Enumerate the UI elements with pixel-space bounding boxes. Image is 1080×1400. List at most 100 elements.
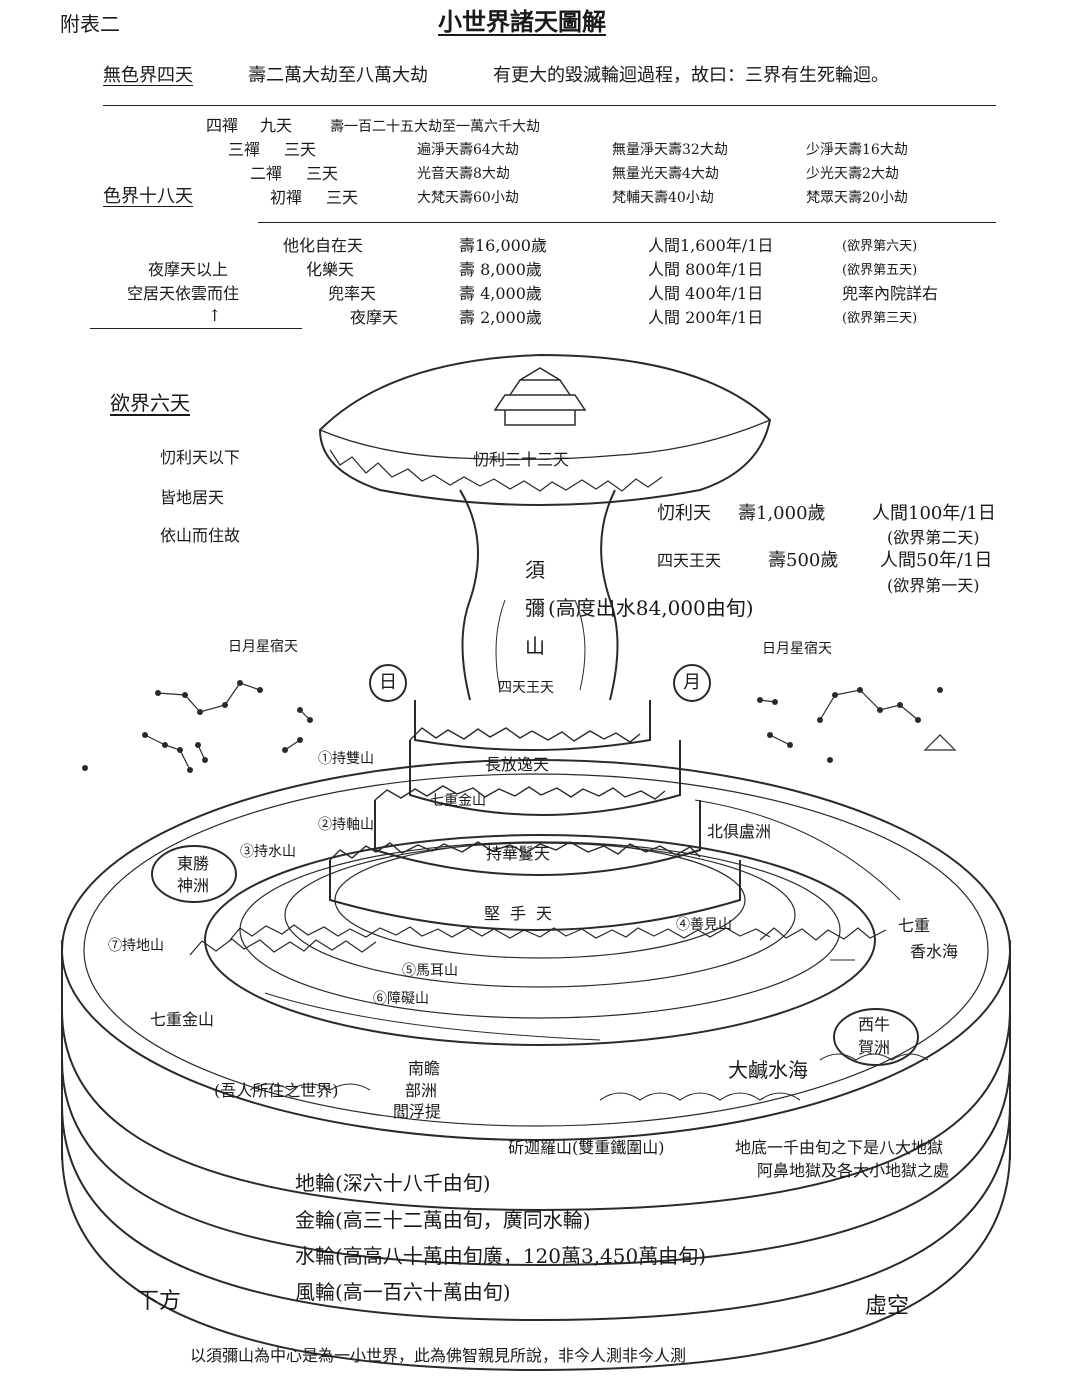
tier-firm-hand: 堅手天 (484, 906, 562, 922)
range-2: ②持軸山 (318, 818, 374, 832)
dhyana-3-heaven-2: 無量淨天壽32大劫 (612, 143, 728, 157)
heaven-5-rank: (欲界第五天) (842, 264, 917, 277)
moon-icon: 月 (683, 674, 701, 692)
sun-moon-stars-left: 日月星宿天 (228, 640, 298, 654)
south-continent-line3: 閻浮提 (393, 1104, 441, 1120)
desire-note-3: 依山而住故 (160, 528, 240, 544)
dhyana-2-heaven-2: 無量光天壽4大劫 (612, 167, 719, 181)
dhyana-4-label: 四禪 (206, 118, 238, 134)
dhyana-1-count: 三天 (326, 190, 358, 206)
sumeru-char-1: 須 (525, 560, 545, 580)
dhyana-2-heaven-1: 光音天壽8大劫 (417, 167, 510, 181)
iron-ring-label: 斫迦羅山(雙重鐵圍山) (508, 1140, 665, 1156)
range-6: ⑥障礙山 (373, 992, 429, 1006)
sumeru-stem (460, 490, 618, 700)
tier-3 (375, 800, 700, 875)
desire-note-2: 皆地居天 (160, 490, 224, 506)
fragrant-sea-line2: 香水海 (910, 944, 958, 960)
dhyana-4-count: 九天 (260, 118, 292, 134)
trayastrimsa-rank: (欲界第二天) (887, 530, 980, 546)
heaven-6-life: 壽16,000歲 (459, 238, 547, 254)
east-continent-line1: 東勝 (177, 856, 209, 872)
heaven-3-life: 壽 2,000歲 (459, 310, 542, 326)
heaven-5-name: 化樂天 (306, 262, 354, 278)
formless-realm-life: 壽二萬大劫至八萬大劫 (248, 67, 428, 85)
heaven-3-name: 夜摩天 (350, 310, 398, 326)
heaven-6-name: 他化自在天 (283, 238, 363, 254)
south-continent-line1: 南瞻 (408, 1061, 440, 1077)
dhyana-1-heaven-1: 大梵天壽60小劫 (417, 191, 519, 205)
fragrant-sea-line1: 七重 (898, 918, 930, 934)
side-note-2: 空居天依雲而住 (127, 286, 239, 302)
trayastrimsa-life: 壽1,000歲 (738, 505, 826, 523)
sun-icon: 日 (379, 674, 397, 692)
dhyana-1-heaven-2: 梵輔天壽40小劫 (612, 191, 714, 205)
wind-wheel-label: 風輪(高一百六十萬由旬) (295, 1282, 511, 1302)
page-title: 小世界諸天圖解 (438, 10, 606, 34)
tier-garland: 持華鬘天 (486, 846, 550, 862)
four-kings-ratio: 人間50年/1日 (880, 552, 992, 570)
palace-icon (495, 368, 585, 425)
form-realm-label: 色界十八天 (103, 188, 193, 206)
heaven-4-ratio: 人間 400年/1日 (648, 286, 763, 302)
heaven-3-ratio: 人間 200年/1日 (648, 310, 763, 326)
range-3: ③持水山 (240, 845, 296, 859)
heaven-6-ratio: 人間1,600年/1日 (648, 238, 773, 254)
salt-sea-label: 大鹹水海 (728, 1060, 808, 1080)
range-4: ④善見山 (676, 918, 732, 932)
heaven-3-rank: (欲界第三天) (842, 312, 917, 325)
dhyana-3-label: 三禪 (228, 142, 260, 158)
constellation-left (145, 683, 310, 770)
four-kings-name: 四天王天 (657, 553, 721, 569)
sun-moon-stars-right: 日月星宿天 (762, 642, 832, 656)
dhyana-4-life: 壽一百二十五大劫至一萬六千大劫 (330, 120, 540, 134)
range-7: ⑦持地山 (108, 939, 164, 953)
heaven-6-rank: (欲界第六天) (842, 240, 917, 253)
appendix-label: 附表二 (60, 14, 120, 34)
desire-realm-label: 欲界六天 (110, 393, 190, 413)
dhyana-3-heaven-3: 少淨天壽16大劫 (806, 143, 908, 157)
below-label: 下方 (137, 1291, 181, 1313)
formless-realm-note: 有更大的毀滅輪迴過程，故曰：三界有生死輪迴。 (493, 67, 889, 85)
sumeru-height: (高度出水84,000由旬) (548, 598, 754, 618)
range-5: ⑤馬耳山 (402, 964, 458, 978)
earth-wheel-label: 地輪(深六十八千由旬) (295, 1173, 491, 1193)
iron-ring-inner (84, 774, 988, 1126)
footer-note: 以須彌山為中心是為一小世界，此為佛智親見所說，非今人測非今人測 (190, 1348, 686, 1364)
golden-mountains-ring (205, 835, 875, 1045)
sumeru-char-2: 彌 (525, 598, 545, 618)
dhyana-2-label: 二禪 (250, 166, 282, 182)
trayastrimsa-plateau (320, 355, 770, 505)
hell-note-1: 地底一千由旬之下是八大地獄 (735, 1140, 943, 1156)
dhyana-3-heaven-1: 遍淨天壽64大劫 (417, 143, 519, 157)
divider (103, 105, 996, 106)
gold-wheel-label: 金輪(高三十二萬由旬，廣同水輪) (295, 1210, 591, 1230)
our-world-note: (吾人所住之世界) (214, 1083, 339, 1099)
side-note-1: 夜摩天以上 (148, 262, 228, 278)
trayastrimsa-name: 忉利天 (657, 505, 711, 523)
desire-note-1: 忉利天以下 (160, 450, 240, 466)
east-continent-line2: 神洲 (177, 878, 209, 894)
dhyana-1-heaven-3: 梵眾天壽20小劫 (806, 191, 908, 205)
divider (258, 222, 996, 223)
south-continent-line2: 部洲 (405, 1083, 437, 1099)
heaven-4-name: 兜率天 (328, 286, 376, 302)
four-kings-life: 壽500歲 (768, 552, 838, 570)
trayastrimsa-top-label: 忉利三十三天 (473, 452, 569, 468)
dhyana-1-label: 初禪 (270, 190, 302, 206)
dhyana-2-heaven-3: 少光天壽2大劫 (806, 167, 899, 181)
formless-realm-label: 無色界四天 (103, 67, 193, 85)
north-continent: 北俱盧洲 (707, 824, 771, 840)
tier-1 (415, 700, 650, 750)
constellation-right (760, 690, 955, 750)
sumeru-char-3: 山 (525, 636, 545, 656)
dhyana-2-count: 三天 (306, 166, 338, 182)
up-arrow: ↑ (208, 308, 221, 324)
west-continent-line1: 西牛 (858, 1017, 890, 1033)
void-label: 虛空 (865, 1296, 909, 1318)
heaven-5-ratio: 人間 800年/1日 (648, 262, 763, 278)
four-kings-rank: (欲界第一天) (887, 578, 980, 594)
tier-long-indulgence: 長放逸天 (485, 757, 549, 773)
tier-golden-mountains: 七重金山 (430, 794, 486, 808)
